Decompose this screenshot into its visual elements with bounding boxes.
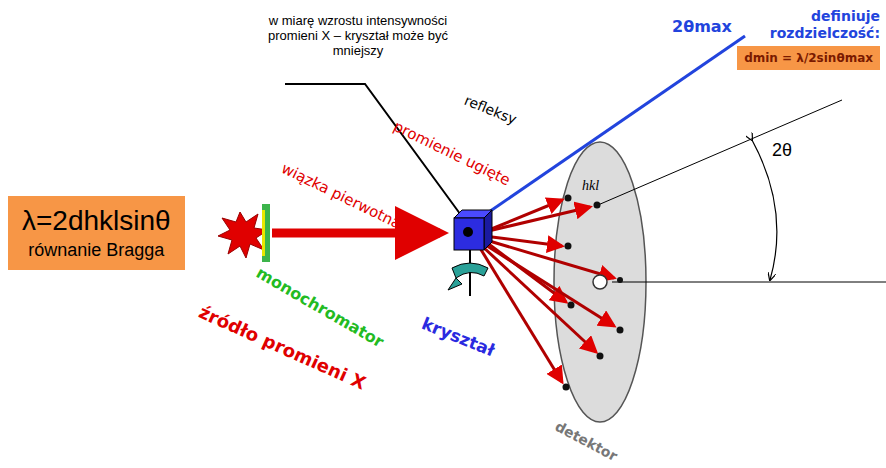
- diffracted-rays: [480, 200, 614, 382]
- resolution-box: definiuje rozdzielczość: dmin = λ/2sinθma…: [710, 8, 880, 70]
- reflections-label: refleksy: [462, 92, 519, 128]
- reflection-spots: [563, 195, 624, 391]
- monochromator-edge: [262, 210, 265, 256]
- angle-label: 2θ: [772, 140, 792, 161]
- beam-stop: [593, 275, 607, 289]
- resolution-formula-box: dmin = λ/2sinθmax: [737, 46, 880, 70]
- axis-line: [612, 282, 886, 283]
- rotation-arrowhead: [448, 278, 462, 290]
- diffracted-label: promienie ugięte: [390, 118, 512, 190]
- resolution-heading: definiuje rozdzielczość:: [710, 8, 880, 42]
- angle-label: 2θmax: [672, 18, 732, 36]
- callout-note: w miarę wzrostu intensywności promieni X…: [248, 14, 468, 59]
- hkl-label: hkl: [582, 178, 599, 194]
- angle-line: [598, 100, 842, 205]
- max-angle-line: [486, 36, 745, 214]
- equation-text: λ=2dhklsinθ: [22, 204, 171, 238]
- crystal-cube: [454, 218, 484, 250]
- detector-label: detektor: [552, 418, 620, 464]
- rotation-arrow: [452, 263, 488, 278]
- crystal-side: [484, 210, 492, 250]
- xray-source: [218, 212, 268, 258]
- beam-label: wiązka pierwotna: [278, 160, 403, 233]
- equation-caption: równanie Bragga: [22, 238, 171, 262]
- crystal-label: kryształ: [419, 314, 497, 361]
- monochromator-plate: [262, 204, 270, 262]
- equation-box: λ=2dhklsinθrównanie Bragga: [8, 196, 185, 270]
- crystal-center: [463, 227, 473, 237]
- angle-arc: [752, 140, 777, 280]
- primary-beam: [272, 229, 440, 238]
- resolution-formula: dmin = λ/2sinθmax: [744, 51, 873, 65]
